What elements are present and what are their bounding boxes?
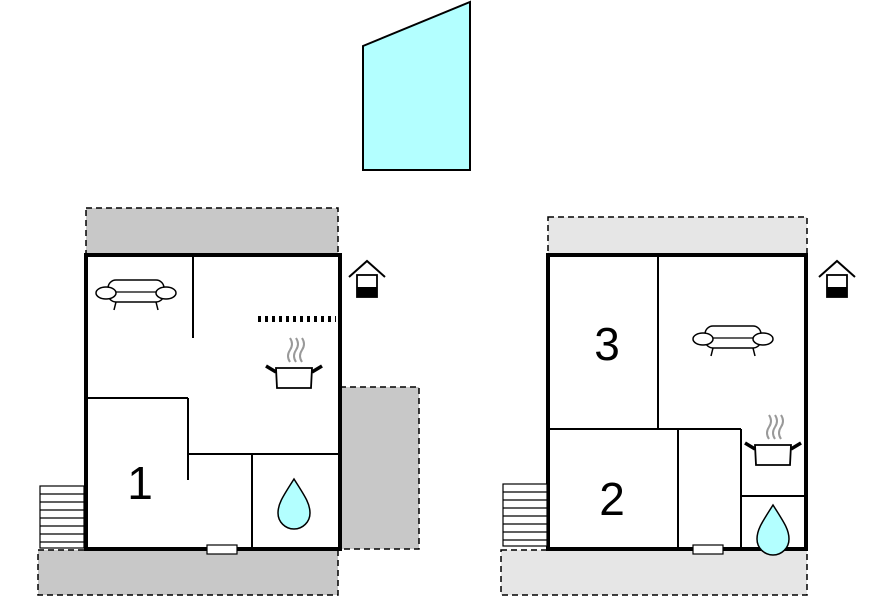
stairs-icon bbox=[502, 483, 548, 547]
room-number-2: 2 bbox=[599, 473, 625, 525]
floor-plan-right: 3 2 bbox=[500, 216, 856, 596]
door-threshold bbox=[206, 544, 238, 555]
terrace-bottom bbox=[37, 549, 339, 596]
terrace-top bbox=[547, 216, 808, 256]
terrace-right bbox=[339, 386, 420, 550]
house-entrance-icon bbox=[348, 260, 386, 298]
compass-marker bbox=[362, 0, 471, 171]
terrace-bottom bbox=[500, 549, 808, 596]
terrace-top bbox=[85, 207, 339, 256]
room-number-3: 3 bbox=[594, 318, 620, 370]
door-threshold bbox=[692, 544, 724, 555]
floor-plan-left: 1 bbox=[37, 207, 420, 596]
house-entrance-icon bbox=[818, 260, 856, 298]
stairs-icon bbox=[39, 485, 85, 549]
room-number-1: 1 bbox=[127, 457, 153, 509]
